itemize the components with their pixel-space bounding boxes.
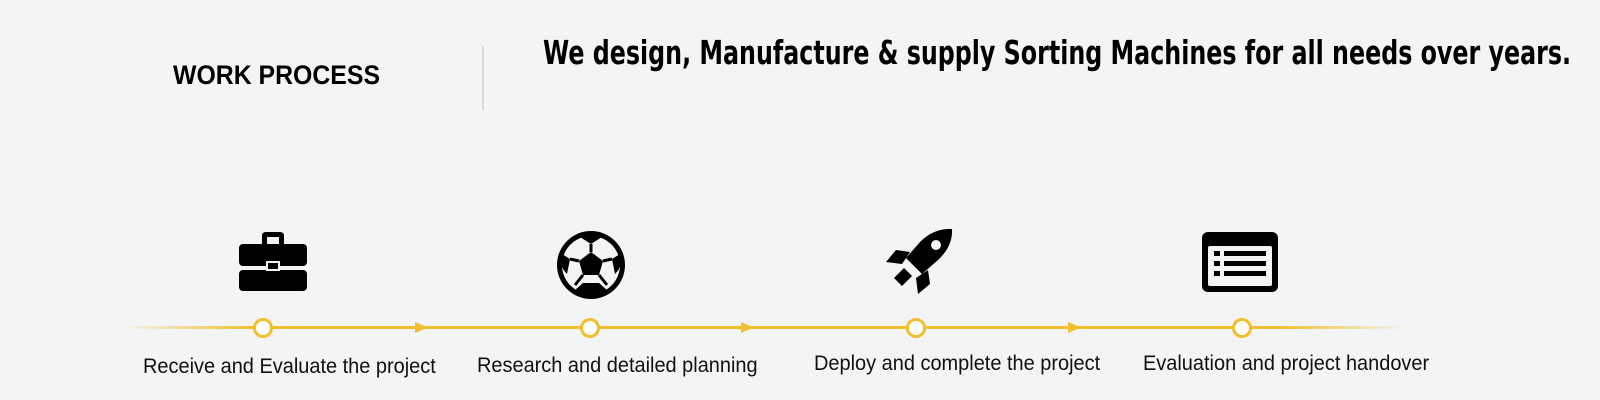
step-label: Research and detailed planning (477, 354, 758, 377)
rocket-icon (884, 228, 954, 298)
tagline: We design, Manufacture & supply Sorting … (543, 33, 1572, 72)
step-node (906, 318, 926, 338)
arrow-icon (741, 322, 754, 333)
list-window-icon (1202, 232, 1278, 292)
step-node (580, 318, 600, 338)
soccer-ball-icon (556, 230, 626, 300)
step-label: Evaluation and project handover (1143, 352, 1430, 375)
step-label: Receive and Evaluate the project (143, 355, 436, 378)
briefcase-icon (238, 232, 308, 292)
step-node (1232, 318, 1252, 338)
header-divider (482, 46, 484, 110)
step-node (253, 318, 273, 338)
section-title: WORK PROCESS (173, 60, 381, 90)
arrow-icon (1068, 322, 1081, 333)
arrow-icon (415, 322, 428, 333)
step-label: Deploy and complete the project (814, 352, 1101, 375)
